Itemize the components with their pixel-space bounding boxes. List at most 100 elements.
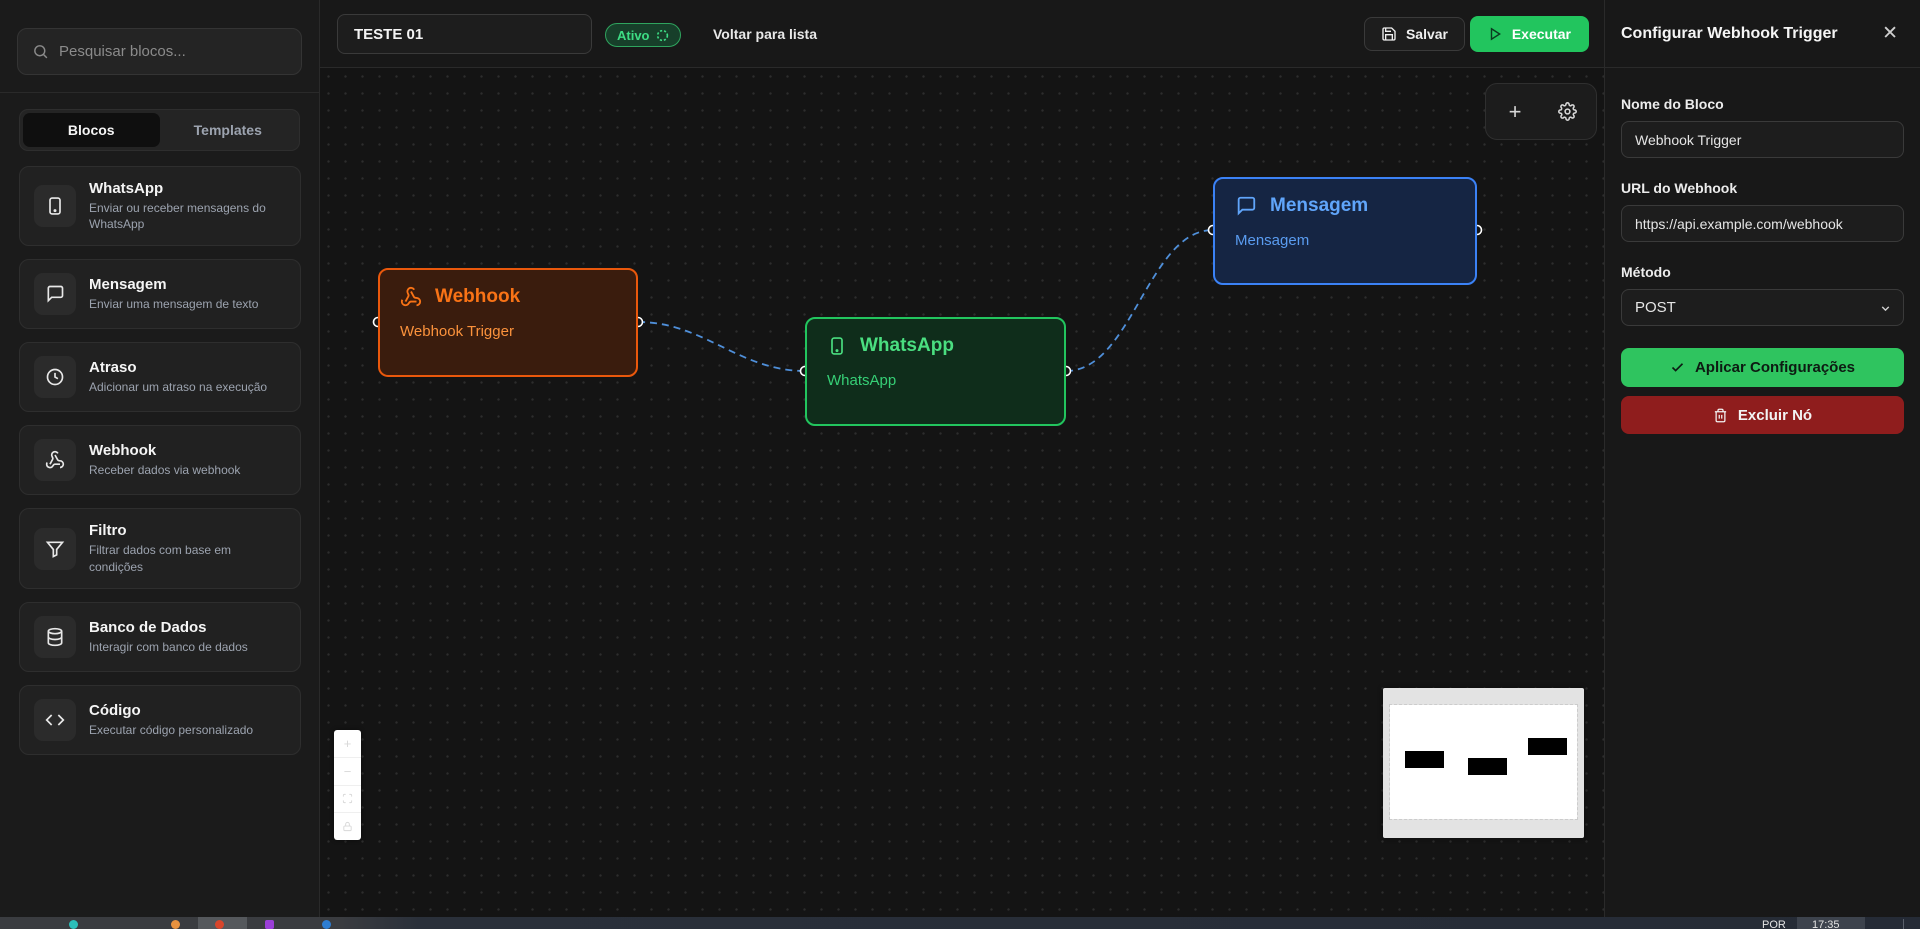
run-button[interactable]: Executar bbox=[1469, 16, 1589, 52]
minimap-node-webhook bbox=[1405, 751, 1444, 768]
block-desc: Receber dados via webhook bbox=[89, 463, 241, 478]
taskbar-clock[interactable]: 17:35 bbox=[1812, 919, 1840, 929]
node-subtitle: Mensagem bbox=[1235, 232, 1310, 249]
minimap[interactable] bbox=[1383, 688, 1584, 838]
block-title: WhatsApp bbox=[89, 180, 164, 197]
delete-node-label: Excluir Nó bbox=[1737, 406, 1813, 424]
minimap-node-whatsapp bbox=[1468, 758, 1507, 775]
block-title: Atraso bbox=[89, 359, 137, 377]
block-title: Banco de Dados bbox=[89, 618, 207, 636]
block-item-codigo[interactable]: Código Executar código personalizado bbox=[19, 684, 301, 755]
block-list: WhatsApp Enviar ou receber mensagens do … bbox=[19, 166, 301, 755]
block-item-filtro[interactable]: Filtro Filtrar dados com base em condiçõ… bbox=[19, 508, 301, 589]
search-placeholder: Pesquisar blocos... bbox=[59, 43, 186, 60]
play-icon bbox=[1488, 27, 1502, 41]
minimap-viewport bbox=[1389, 704, 1578, 820]
save-button-label: Salvar bbox=[1405, 26, 1448, 42]
smartphone-icon bbox=[34, 185, 76, 228]
node-title: Webhook bbox=[435, 286, 521, 307]
block-title: Filtro bbox=[89, 522, 127, 540]
taskbar-clock-area bbox=[1797, 917, 1865, 929]
block-desc: Enviar uma mensagem de texto bbox=[89, 297, 259, 312]
taskbar-divider bbox=[1903, 919, 1904, 929]
node-whatsapp[interactable]: WhatsApp WhatsApp bbox=[805, 317, 1066, 426]
block-item-whatsapp[interactable]: WhatsApp Enviar ou receber mensagens do … bbox=[19, 166, 301, 247]
block-desc: Executar código personalizado bbox=[89, 722, 254, 737]
block-title: Webhook bbox=[89, 442, 157, 460]
zoom-in-button[interactable]: + bbox=[334, 730, 361, 758]
smartphone-icon bbox=[827, 335, 847, 357]
field-label-nome: Nome do Bloco bbox=[1621, 96, 1724, 112]
chat-bubble-icon bbox=[1235, 195, 1257, 217]
taskbar-app-icon[interactable] bbox=[171, 920, 180, 929]
block-desc: Enviar ou receber mensagens do WhatsApp bbox=[89, 201, 266, 232]
back-to-list-link[interactable]: Voltar para lista bbox=[713, 26, 818, 42]
config-panel-title: Configurar Webhook Trigger bbox=[1621, 24, 1838, 42]
chat-bubble-icon bbox=[34, 273, 76, 316]
save-icon bbox=[1381, 26, 1397, 42]
fit-view-button[interactable] bbox=[334, 786, 361, 814]
taskbar-app-icon[interactable] bbox=[265, 920, 274, 929]
code-icon bbox=[34, 698, 76, 741]
node-subtitle: WhatsApp bbox=[827, 372, 897, 389]
run-button-label: Executar bbox=[1511, 26, 1571, 42]
block-item-mensagem[interactable]: Mensagem Enviar uma mensagem de texto bbox=[19, 259, 301, 330]
apply-settings-button[interactable]: Aplicar Configurações bbox=[1621, 348, 1904, 387]
block-name-input[interactable] bbox=[1621, 121, 1904, 158]
webhook-icon bbox=[400, 286, 422, 308]
flow-name-input[interactable] bbox=[337, 14, 592, 54]
save-button[interactable]: Salvar bbox=[1363, 17, 1465, 51]
block-desc: Interagir com banco de dados bbox=[89, 639, 248, 654]
status-badge[interactable]: Ativo bbox=[605, 23, 681, 47]
apply-settings-label: Aplicar Configurações bbox=[1694, 359, 1856, 376]
add-node-button[interactable]: + bbox=[1508, 98, 1522, 124]
block-desc: Filtrar dados com base em condições bbox=[89, 543, 232, 574]
taskbar-app-icon[interactable] bbox=[215, 920, 224, 929]
edge-whatsapp-mensagem[interactable] bbox=[1065, 229, 1214, 372]
close-icon[interactable]: ✕ bbox=[1882, 23, 1898, 44]
delete-node-button[interactable]: Excluir Nó bbox=[1621, 396, 1904, 434]
config-panel: Configurar Webhook Trigger ✕ Nome do Blo… bbox=[1604, 0, 1920, 929]
config-panel-header: Configurar Webhook Trigger ✕ bbox=[1605, 0, 1920, 68]
canvas-toolbar: + bbox=[1485, 83, 1597, 140]
blocks-sidebar: Pesquisar blocos... Blocos Templates Wha… bbox=[0, 0, 320, 917]
search-icon bbox=[32, 43, 49, 60]
config-panel-body: Nome do Bloco URL do Webhook Método POST… bbox=[1605, 68, 1920, 434]
os-taskbar[interactable]: POR 17:35 bbox=[0, 917, 1920, 929]
minimap-node-mensagem bbox=[1528, 738, 1567, 755]
block-item-atraso[interactable]: Atraso Adicionar um atraso na execução bbox=[19, 342, 301, 413]
field-label-url: URL do Webhook bbox=[1621, 180, 1738, 196]
zoom-out-button[interactable]: − bbox=[334, 758, 361, 786]
block-item-webhook[interactable]: Webhook Receber dados via webhook bbox=[19, 425, 301, 496]
database-icon bbox=[34, 615, 76, 658]
canvas-settings-button[interactable] bbox=[1554, 99, 1580, 125]
node-webhook[interactable]: Webhook Webhook Trigger bbox=[378, 268, 638, 377]
funnel-icon bbox=[34, 527, 76, 570]
clock-icon bbox=[34, 356, 76, 399]
method-select[interactable]: POST bbox=[1621, 289, 1904, 326]
flow-canvas[interactable]: + Webhook Webhook Trigger WhatsApp bbox=[320, 68, 1604, 929]
sidebar-tabs: Blocos Templates bbox=[19, 109, 300, 151]
node-mensagem[interactable]: Mensagem Mensagem bbox=[1213, 177, 1477, 285]
tab-blocos[interactable]: Blocos bbox=[23, 113, 160, 147]
topbar: Ativo Voltar para lista Salvar Executar bbox=[320, 0, 1604, 68]
flow-zoom-controls: + − bbox=[334, 730, 361, 840]
taskbar-app-icon[interactable] bbox=[322, 920, 331, 929]
search-input[interactable]: Pesquisar blocos... bbox=[17, 28, 302, 75]
node-subtitle: Webhook Trigger bbox=[400, 323, 514, 340]
block-desc: Adicionar um atraso na execução bbox=[89, 380, 268, 395]
taskbar-language-indicator[interactable]: POR bbox=[1762, 919, 1786, 929]
webhook-url-input[interactable] bbox=[1621, 205, 1904, 242]
edge-webhook-whatsapp[interactable] bbox=[637, 321, 806, 372]
trash-icon bbox=[1713, 408, 1728, 423]
taskbar-app-icon[interactable] bbox=[69, 920, 78, 929]
status-badge-label: Ativo bbox=[617, 27, 650, 43]
field-label-metodo: Método bbox=[1621, 264, 1671, 280]
gear-icon bbox=[1557, 102, 1577, 121]
check-icon bbox=[1670, 360, 1685, 375]
block-item-banco-de-dados[interactable]: Banco de Dados Interagir com banco de da… bbox=[19, 601, 301, 672]
lock-button[interactable] bbox=[334, 813, 361, 840]
tab-templates[interactable]: Templates bbox=[193, 122, 262, 138]
sidebar-search-area: Pesquisar blocos... bbox=[0, 0, 319, 93]
